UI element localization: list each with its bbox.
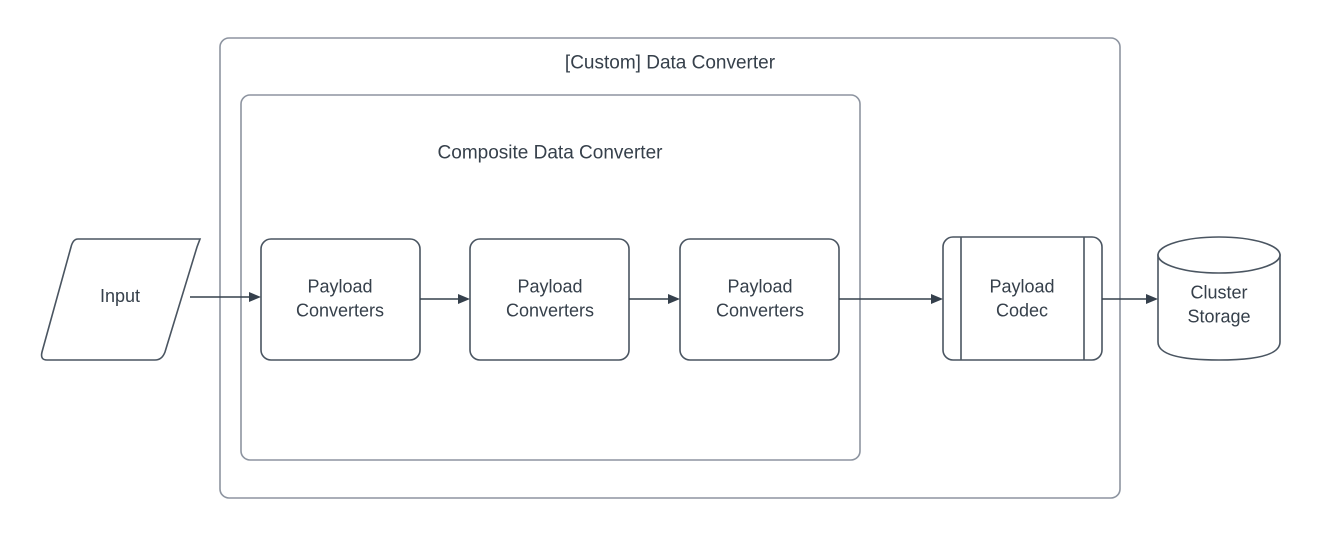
edge-input-to-pc1 (190, 292, 261, 302)
edge-pc2-to-pc3 (629, 294, 680, 304)
node-input-shape[interactable] (40, 238, 202, 361)
edge-codec-to-storage (1102, 294, 1158, 304)
node-payload-codec-shape[interactable] (942, 236, 1103, 361)
edge-pc3-to-codec (839, 294, 943, 304)
node-payload-converters-2-shape[interactable] (469, 238, 630, 361)
container-custom-data-converter[interactable] (219, 37, 1121, 499)
edge-pc1-to-pc2 (420, 294, 470, 304)
node-payload-converters-1-shape[interactable] (260, 238, 421, 361)
container-composite-data-converter[interactable] (240, 94, 861, 461)
cylinder-top-ellipse (1157, 236, 1281, 274)
node-cluster-storage-shape[interactable] (1157, 236, 1281, 361)
node-payload-converters-3-shape[interactable] (679, 238, 840, 361)
